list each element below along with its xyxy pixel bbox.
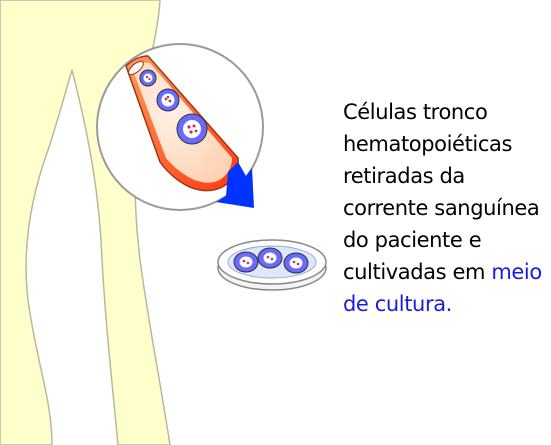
vessel-cell <box>139 69 157 87</box>
caption-line: retiradas da <box>343 164 465 188</box>
vessel-cell <box>176 113 208 145</box>
vessel-opening <box>128 60 144 76</box>
caption-line: de cultura. <box>343 288 548 320</box>
culture-medium-highlight: meio <box>491 260 542 284</box>
vessel-cell <box>156 88 180 112</box>
caption-line-prefix: cultivadas em <box>343 260 492 284</box>
culture-cell <box>257 247 283 269</box>
caption-text: Células tronco hematopoiéticas retiradas… <box>343 96 548 320</box>
down-right-arrow-icon <box>216 162 254 208</box>
caption-line: cultivadas em meio <box>343 256 548 288</box>
culture-cell <box>283 252 309 274</box>
culture-medium-highlight-cont: de cultura. <box>343 292 452 316</box>
culture-cell <box>233 251 259 273</box>
caption-line: hematopoiéticas <box>343 132 512 156</box>
caption-line: corrente sanguínea <box>343 196 540 220</box>
caption-line: do paciente e <box>343 228 482 252</box>
caption-line: Células tronco <box>343 100 488 124</box>
